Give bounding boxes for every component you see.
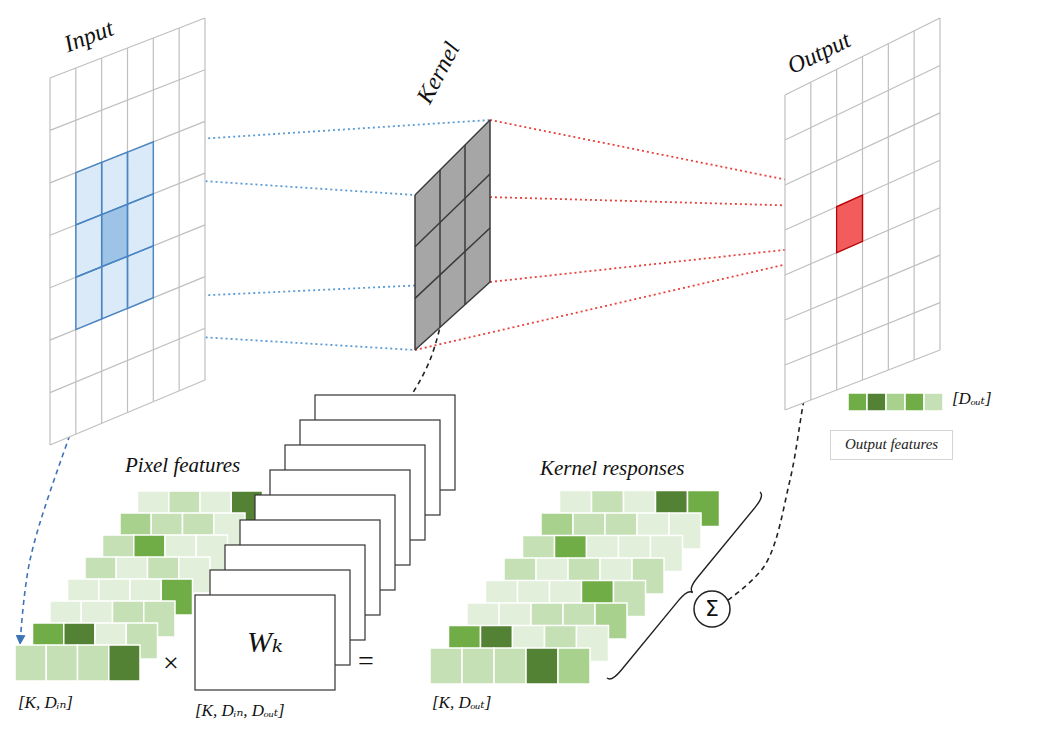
input-grid-outline: [40, 5, 220, 460]
feature-cell: [46, 645, 77, 681]
feature-cell: [78, 645, 109, 681]
feature-cell: [109, 645, 140, 681]
grid-line: [415, 120, 490, 195]
grid-line: [810, 82, 811, 400]
kernel-response-stack: Kernel responses [K, Dₒᵤₜ]: [425, 450, 725, 730]
sum-symbol: Σ: [689, 590, 735, 628]
grid-line: [50, 70, 205, 131]
shape-label: [Dₒᵤₜ]: [952, 389, 992, 409]
grid-line: [414, 195, 416, 350]
stack-title: Kernel responses: [540, 455, 684, 481]
highlight-cell: [102, 256, 128, 319]
grid-line: [939, 18, 940, 350]
grid-line: [204, 18, 205, 380]
grid-line: [785, 65, 940, 140]
operator-symbol: ×: [163, 646, 179, 680]
shape-label: [K, Dᵢₙ, Dₒᵤₜ]: [195, 700, 285, 721]
input-grid: Input: [40, 5, 220, 460]
feature-cell: [905, 393, 924, 411]
stack-title: Pixel features: [125, 452, 240, 478]
grid-line: [50, 328, 205, 392]
grid-line: [415, 228, 490, 298]
highlight-cell: [837, 195, 863, 252]
grid-title: Kernel: [410, 37, 465, 108]
highlight-outline: [102, 256, 128, 319]
grid-line: [49, 78, 50, 445]
grid-line: [785, 113, 940, 185]
feature-cell: [558, 648, 590, 684]
grid-ground: [415, 120, 490, 350]
grid-line: [415, 282, 490, 350]
grid-title: Input: [60, 14, 117, 58]
grid-ground: [50, 18, 205, 445]
kernel-response-stack-outline: [425, 450, 725, 730]
feature-cell: [848, 393, 867, 411]
grid-ground: [785, 18, 940, 410]
operator-symbol: =: [358, 644, 374, 678]
grid-line: [489, 120, 491, 282]
shape-label: [K, Dₒᵤₜ]: [432, 692, 491, 713]
feature-cell: [867, 393, 886, 411]
grid-line: [785, 303, 940, 365]
grid-line: [464, 145, 466, 305]
grid-line: [784, 95, 785, 410]
output-features-box: Output features: [830, 430, 953, 460]
output-feature-vector: [848, 393, 943, 411]
feature-cell: [886, 393, 905, 411]
feature-cell: [526, 648, 558, 684]
shape-label: [K, Dᵢₙ]: [18, 692, 73, 713]
grid-line: [888, 44, 889, 370]
sum-circle: Σ: [693, 590, 731, 628]
highlight-cell: [128, 246, 154, 309]
grid-line: [50, 380, 205, 445]
highlight-cell: [76, 267, 102, 330]
grid-line: [415, 174, 490, 247]
highlight-outline: [128, 246, 154, 309]
kernel-grid: Kernel: [405, 30, 500, 360]
grid-line: [914, 31, 915, 360]
grid-line: [179, 28, 180, 391]
feature-cell: [924, 393, 943, 411]
grid-line: [785, 350, 940, 410]
feature-cell: [430, 648, 462, 684]
output-grid: Output: [775, 5, 950, 417]
highlight-outline: [837, 195, 863, 252]
box-label: Output features: [845, 435, 938, 455]
grid-line: [439, 170, 441, 327]
grid-line: [785, 255, 940, 320]
feature-cell: [494, 648, 526, 684]
highlight-outline: [76, 267, 102, 330]
feature-cell: [15, 645, 46, 681]
weight-symbol: Wₖ: [191, 620, 339, 664]
feature-cell: [462, 648, 494, 684]
